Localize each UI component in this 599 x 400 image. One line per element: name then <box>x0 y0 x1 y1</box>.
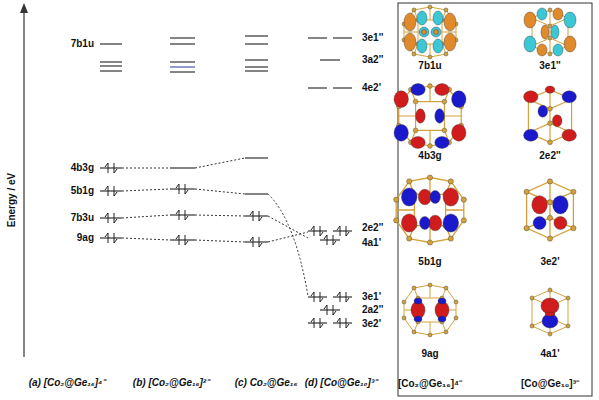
orbital-label: 4b3g <box>71 162 94 174</box>
panel-orbital-label: 2e2'' <box>539 150 560 162</box>
orbital-label: 4a1' <box>362 237 381 249</box>
orbital-label: 3e1'' <box>362 32 383 44</box>
electron-pairs <box>105 163 349 328</box>
orbital-label: 3a2'' <box>362 54 383 66</box>
orbital-panel <box>398 3 592 396</box>
energy-levels <box>100 36 352 323</box>
energy-axis <box>20 3 28 357</box>
panel-species-label: [Co@Ge₁₀]³⁻ <box>521 378 579 390</box>
orbital-picture <box>394 84 466 149</box>
orbital-label: 4e2' <box>362 82 381 94</box>
panel-orbital-label: 4a1' <box>540 348 559 360</box>
orbital-picture <box>402 283 458 337</box>
panel-orbital-label: 7b1u <box>418 60 441 72</box>
species-label: (b) [Co₂@Ge₁₆]²⁻ <box>133 377 209 389</box>
correlation-lines <box>122 158 308 296</box>
species-label: (d) [Co@Ge₁₀]³⁻ <box>305 377 377 389</box>
orbital-label: 3e2' <box>362 318 381 330</box>
orbital-label: 5b1g <box>71 185 94 197</box>
orbital-picture <box>524 8 576 56</box>
orbital-label: 7b3u <box>71 212 94 224</box>
panel-orbital-label: 5b1g <box>418 256 441 268</box>
species-label: (c) Co₂@Ge₁₆ <box>235 377 298 389</box>
panel-species-label: [Co₂@Ge₁₆]⁴⁻ <box>398 378 462 390</box>
orbital-label: 7b1u <box>71 38 94 50</box>
orbital-picture <box>530 288 570 336</box>
panel-orbital-label: 3e1'' <box>539 60 560 72</box>
panel-orbital-label: 4b3g <box>418 150 441 162</box>
orbital-label: 2a2'' <box>362 304 383 316</box>
orbital-label: 9ag <box>77 232 94 244</box>
orbital-picture <box>394 175 467 245</box>
orbital-picture <box>402 5 458 59</box>
orbital-picture <box>524 179 576 241</box>
orbital-label: 3e1' <box>362 291 381 303</box>
orbital-picture <box>524 86 577 145</box>
species-label: (a) [Co₂@Ge₁₆]⁴⁻ <box>29 377 106 389</box>
orbital-label: 2e2'' <box>362 222 383 234</box>
panel-orbital-label: 3e2' <box>540 256 559 268</box>
panel-orbital-label: 9ag <box>421 348 438 360</box>
axis-label: Energy / eV <box>6 173 18 227</box>
